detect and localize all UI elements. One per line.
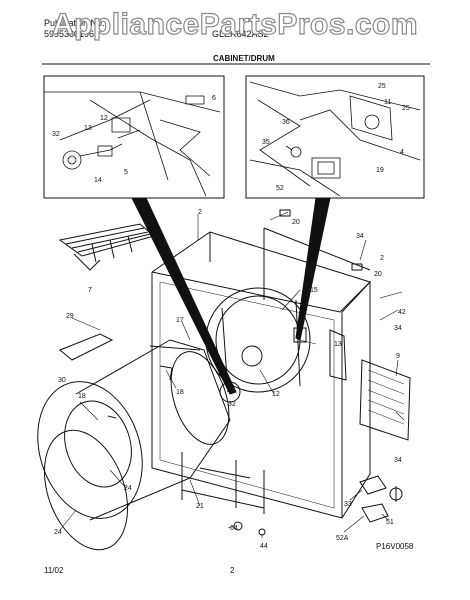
- inset-left-pointer: [131, 197, 237, 395]
- callout-52A: 52A: [336, 535, 349, 542]
- callout-11: 11: [384, 99, 391, 106]
- drum-baffle: [59, 333, 114, 361]
- callout-21: 21: [196, 503, 204, 510]
- callout-30: 30: [58, 377, 66, 384]
- door-switch: [359, 475, 403, 523]
- callout-18: 18: [78, 393, 86, 400]
- callout-51: 51: [386, 519, 394, 526]
- callout-labels: 25 6 11 25 12 36 32 13 35 4 5 14 52 19 2 20 34 2 20 7 15 42 29…: [52, 83, 410, 550]
- callout-34: 34: [394, 457, 402, 464]
- footer-date: 11/02: [44, 566, 64, 575]
- callout-24: 24: [124, 485, 132, 492]
- section-title: CABINET/DRUM: [213, 54, 275, 63]
- model-number: GLER642AS2: [212, 29, 269, 39]
- callout-25: 25: [402, 105, 410, 112]
- inset-left-drawing: [44, 91, 221, 197]
- callout-44: 44: [260, 543, 268, 550]
- callout-13: 13: [84, 125, 92, 132]
- callout-12: 12: [272, 391, 280, 398]
- callout-25: 25: [378, 83, 386, 90]
- callout-12: 12: [100, 115, 108, 122]
- callout-33: 33: [344, 501, 352, 508]
- footer-page: 2: [230, 566, 235, 575]
- top-bracket: [58, 223, 156, 271]
- publication-number: 5995380196: [44, 29, 95, 39]
- callout-52: 52: [276, 185, 284, 192]
- callout-9: 9: [396, 353, 400, 360]
- callout-7: 7: [88, 287, 92, 294]
- publication-label: Publication No.: [44, 18, 105, 28]
- callout-20: 20: [374, 271, 382, 278]
- callout-19: 19: [376, 167, 384, 174]
- clip-right: [351, 263, 363, 271]
- callout-2: 2: [198, 209, 202, 216]
- footer-figure-code: P16V0058: [376, 542, 414, 551]
- inset-right-drawing: [249, 81, 421, 197]
- drum-front-seal: [43, 429, 129, 551]
- inset-right-pointer: [295, 197, 331, 341]
- filter-screen: [359, 359, 411, 441]
- inset-left-frame: [43, 75, 225, 199]
- callout-6: 6: [212, 95, 216, 102]
- rear-bulkhead: [205, 287, 347, 393]
- callout-4: 4: [400, 149, 404, 156]
- callout-32: 32: [52, 131, 60, 138]
- callout-32: 32: [228, 401, 236, 408]
- callout-14: 14: [94, 177, 102, 184]
- callout-29: 29: [66, 313, 74, 320]
- callout-36: 36: [282, 119, 290, 126]
- cabinet-body: [151, 227, 371, 519]
- callout-42: 42: [398, 309, 406, 316]
- drum: [37, 339, 241, 521]
- callout-18: 18: [176, 389, 184, 396]
- leader-lines: [59, 211, 405, 538]
- callout-35: 35: [262, 139, 270, 146]
- callout-5: 5: [124, 169, 128, 176]
- callout-64: 64: [230, 525, 238, 532]
- inset-right-frame: [245, 75, 425, 199]
- clip-top: [279, 209, 291, 217]
- callout-2: 2: [380, 255, 384, 262]
- callout-34: 34: [356, 233, 364, 240]
- callout-13: 13: [334, 341, 342, 348]
- callout-20: 20: [292, 219, 300, 226]
- callout-24: 24: [54, 529, 62, 536]
- callout-17: 17: [176, 317, 184, 324]
- callout-15: 15: [310, 287, 318, 294]
- callout-34: 34: [394, 325, 402, 332]
